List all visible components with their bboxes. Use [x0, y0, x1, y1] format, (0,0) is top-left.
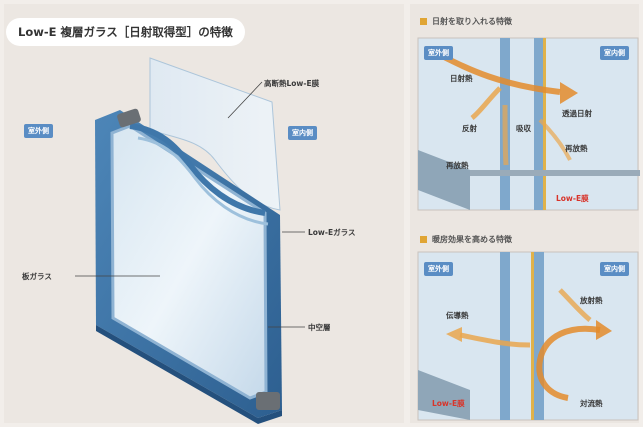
glass-cut-edge-back [137, 136, 269, 226]
spacer-bottom [256, 392, 280, 410]
panel-bottom-lowe-coating [531, 252, 534, 420]
arrow-radiant-up [558, 288, 592, 322]
arrow-reflect [470, 86, 502, 120]
tag-inside-bottom: 室内側 [600, 262, 629, 276]
label-solar-heat: 日射熱 [450, 74, 473, 83]
tag-outside-main: 室外側 [24, 124, 53, 138]
spacer-top [117, 108, 141, 128]
panel-top-heading: 日射を取り入れる特徴 [420, 16, 512, 27]
label-convection: 対流熱 [580, 399, 603, 408]
panel-top-inner-glass [534, 38, 544, 210]
tag-outside-bottom: 室外側 [424, 262, 453, 276]
label-reradiate-right: 再放熱 [565, 144, 588, 153]
arrow-reradiate [538, 118, 572, 161]
heading-square-icon [420, 18, 427, 25]
label-lowe-glass: Low-Eガラス [308, 228, 356, 237]
panel-bottom-inner-glass [534, 252, 544, 420]
glass-cut-edge-front [129, 123, 266, 216]
window-glass-pane [112, 126, 266, 398]
label-conduction: 伝導熱 [446, 311, 469, 320]
arrow-absorb [502, 104, 509, 166]
label-reradiate-left: 再放熱 [446, 161, 469, 170]
arrow-conduction [459, 332, 531, 348]
label-lowe-film: 高断熱Low-E膜 [264, 79, 320, 88]
panel-bottom-heading-text: 暖房効果を高める特徴 [432, 235, 512, 244]
lowe-film-sheet [149, 57, 281, 211]
label-radiant: 放射熱 [580, 296, 603, 305]
panel-bottom-outer-glass [500, 252, 510, 420]
label-absorb: 吸収 [516, 124, 531, 133]
panel-bottom-heading: 暖房効果を高める特徴 [420, 234, 512, 245]
label-reflect: 反射 [462, 124, 477, 133]
label-lowe-film-bottom: Low-E膜 [432, 399, 465, 408]
leader-lowe-film [227, 81, 263, 119]
tag-inside-main: 室内側 [288, 126, 317, 140]
label-plain-glass: 板ガラス [22, 272, 52, 281]
label-lowe-film-top: Low-E膜 [556, 194, 589, 203]
tag-inside-top: 室内側 [600, 46, 629, 60]
figure-title: Low-E 複層ガラス［日射取得型］の特徴 [6, 18, 245, 46]
label-transmit-solar: 透過日射 [562, 109, 592, 118]
heading-square-icon [420, 236, 427, 243]
panel-top-heading-text: 日射を取り入れる特徴 [432, 17, 512, 26]
arrow-radiant-return [536, 325, 601, 401]
label-air-layer: 中空層 [308, 323, 331, 332]
tag-outside-top: 室外側 [424, 46, 453, 60]
